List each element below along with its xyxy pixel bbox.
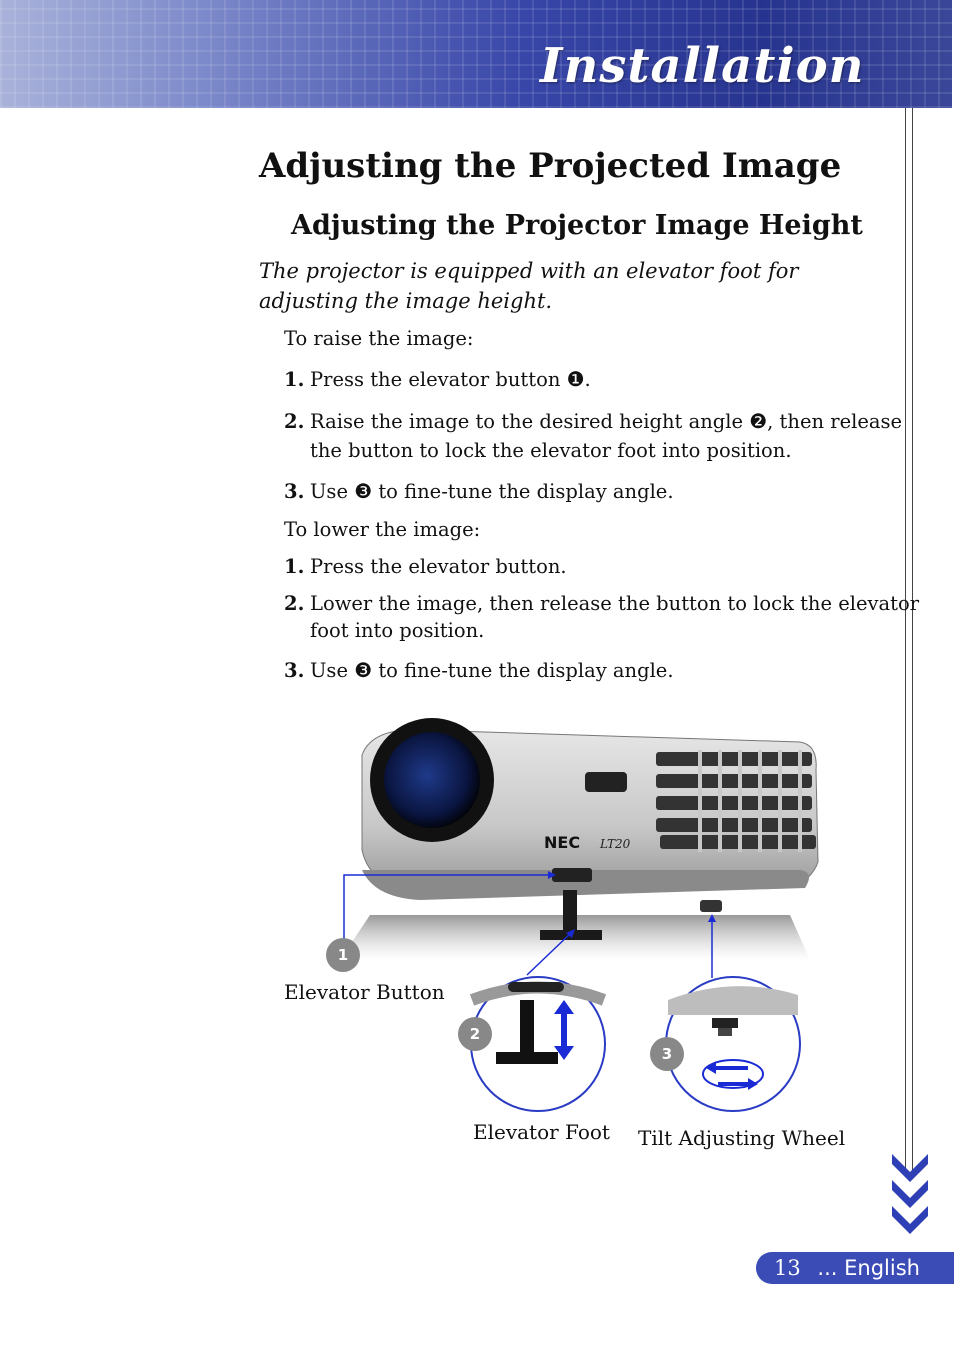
marker-3: 3 xyxy=(650,1037,684,1071)
raise-step-3: 3.Use ❸ to fine-tune the display angle. xyxy=(284,478,674,505)
step-text: Use xyxy=(310,480,355,503)
marker-2: 2 xyxy=(458,1017,492,1051)
brand-logo: NEC xyxy=(544,833,580,852)
marker-1: 1 xyxy=(326,938,360,972)
step-text: Raise the image to the desired height an… xyxy=(310,410,750,433)
footer-language: ... English xyxy=(817,1256,920,1280)
step-number: 1. xyxy=(284,368,305,391)
marker-2-glyph: ❷ xyxy=(749,409,768,433)
step-text: Use xyxy=(310,659,355,682)
chevron-down-icon xyxy=(892,1154,928,1234)
step-number: 3. xyxy=(284,659,305,682)
intro-text: The projector is equipped with an elevat… xyxy=(259,259,799,313)
chapter-title: Installation xyxy=(540,38,865,94)
step-number: 3. xyxy=(284,480,305,503)
raise-label: To raise the image: xyxy=(284,327,474,350)
header-banner: Installation xyxy=(0,0,952,108)
step-text-end: to fine-tune the display angle. xyxy=(372,480,674,503)
step-text: Press the elevator button. xyxy=(310,555,567,578)
raise-step-2-cont: the button to lock the elevator foot int… xyxy=(310,439,792,462)
section-title: Adjusting the Projected Image xyxy=(259,146,842,186)
marker-1-glyph: ❶ xyxy=(566,367,585,391)
page-footer: 13 ... English xyxy=(756,1252,954,1284)
page-number: 13 xyxy=(774,1256,801,1280)
margin-line-2 xyxy=(912,108,913,1173)
rotate-arrows-icon xyxy=(706,1062,758,1090)
elevator-button-icon xyxy=(552,868,592,882)
marker-3-glyph: ❸ xyxy=(354,479,373,503)
up-down-arrow-icon xyxy=(554,1000,574,1060)
caption-elevator-foot: Elevator Foot xyxy=(473,1120,610,1144)
marker-3-glyph: ❸ xyxy=(354,658,373,682)
model-logo: LT20 xyxy=(599,837,631,851)
caption-tilt-wheel: Tilt Adjusting Wheel xyxy=(638,1126,846,1150)
step-number: 2. xyxy=(284,592,305,615)
subsection-title: Adjusting the Projector Image Height xyxy=(291,210,863,241)
raise-step-2: 2.Raise the image to the desired height … xyxy=(284,408,902,435)
step-text-end: to fine-tune the display angle. xyxy=(372,659,674,682)
step-text-end: . xyxy=(584,368,591,391)
lower-label: To lower the image: xyxy=(284,518,481,541)
step-text: Lower the image, then release the button… xyxy=(310,592,920,615)
step-text: Press the elevator button xyxy=(310,368,567,391)
step-text-end: , then release xyxy=(767,410,903,433)
margin-line-1 xyxy=(905,108,906,1173)
lower-step-2-cont: foot into position. xyxy=(310,619,485,642)
lower-step-1: 1.Press the elevator button. xyxy=(284,553,567,580)
caption-elevator-button: Elevator Button xyxy=(284,980,445,1004)
lower-step-3: 3.Use ❸ to fine-tune the display angle. xyxy=(284,657,674,684)
tilt-wheel-detail xyxy=(665,976,801,1112)
step-number: 1. xyxy=(284,555,305,578)
raise-step-1: 1.Press the elevator button ❶. xyxy=(284,366,591,393)
elevator-foot-detail xyxy=(469,976,607,1112)
step-number: 2. xyxy=(284,410,305,433)
lower-step-2: 2.Lower the image, then release the butt… xyxy=(284,590,919,617)
projector-illustration: NEC LT20 xyxy=(340,718,819,1112)
